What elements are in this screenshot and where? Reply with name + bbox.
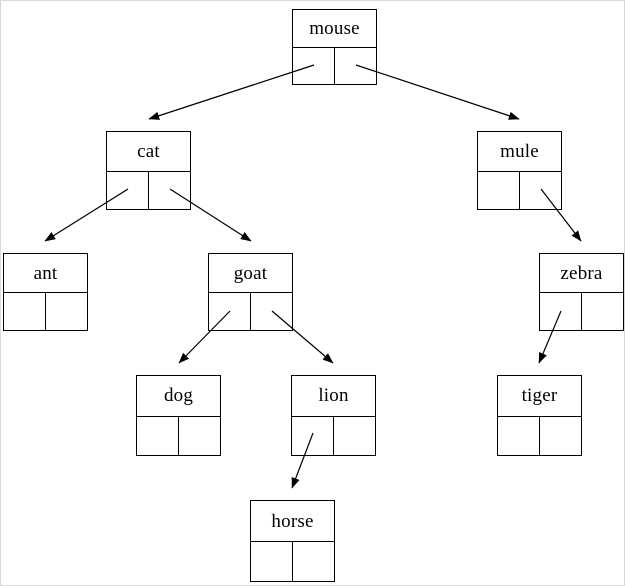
pointer-cell-left[interactable] [478,171,520,209]
pointer-cell-left[interactable] [209,293,251,330]
pointer-cell-right[interactable] [582,293,624,330]
tree-node-pointer-cells [4,292,87,330]
tree-node-pointer-cells [209,292,292,330]
tree-node-zebra[interactable]: zebra [539,253,624,331]
tree-node-label: mouse [309,18,360,39]
pointer-cell-left[interactable] [4,293,46,330]
pointer-cell-right[interactable] [46,293,88,330]
tree-node-mule[interactable]: mule [477,131,562,210]
tree-node-dog[interactable]: dog [136,375,221,456]
tree-node-pointer-cells [107,170,191,210]
tree-node-horse[interactable]: horse [250,500,335,582]
pointer-cell-left[interactable] [251,542,293,581]
tree-node-pointer-cells [540,292,623,330]
pointer-cell-left[interactable] [540,293,582,330]
pointer-cell-right[interactable] [335,48,377,84]
tree-node-cat[interactable]: cat [106,131,191,210]
tree-node-label: lion [318,385,349,407]
tree-node-label: cat [137,140,160,162]
pointer-cell-right[interactable] [540,417,582,456]
pointer-cell-left[interactable] [292,416,334,455]
tree-node-mouse[interactable]: mouse [292,9,377,85]
tree-node-pointer-cells [498,415,582,456]
tree-node-pointer-cells [137,415,221,456]
tree-node-label: mule [500,140,539,162]
tree-node-lion[interactable]: lion [291,375,376,456]
pointer-cell-left[interactable] [137,416,179,455]
tree-node-tiger[interactable]: tiger [497,375,582,456]
tree-node-pointer-cells [293,47,376,84]
tree-edge-mouse-cat [148,64,315,120]
tree-node-label: dog [163,385,194,407]
tree-node-goat[interactable]: goat [208,253,293,331]
pointer-cell-right[interactable] [149,172,191,210]
pointer-cell-left[interactable] [498,416,540,455]
pointer-cell-right[interactable] [251,293,293,330]
pointer-cell-right[interactable] [334,417,376,456]
tree-node-label: ant [33,262,58,284]
tree-node-pointer-cells [251,541,334,581]
tree-node-label: goat [233,262,268,284]
tree-node-ant[interactable]: ant [3,253,88,331]
pointer-cell-right[interactable] [520,172,562,210]
pointer-cell-right[interactable] [179,417,221,456]
tree-node-pointer-cells [478,170,562,210]
tree-node-label: horse [271,510,314,532]
tree-node-label: zebra [560,262,603,284]
tree-node-label: tiger [521,385,558,407]
tree-edge-mouse-mule [355,64,520,120]
tree-node-pointer-cells [292,415,376,456]
pointer-cell-right[interactable] [293,542,335,581]
pointer-cell-left[interactable] [107,171,149,209]
pointer-cell-left[interactable] [293,48,335,84]
